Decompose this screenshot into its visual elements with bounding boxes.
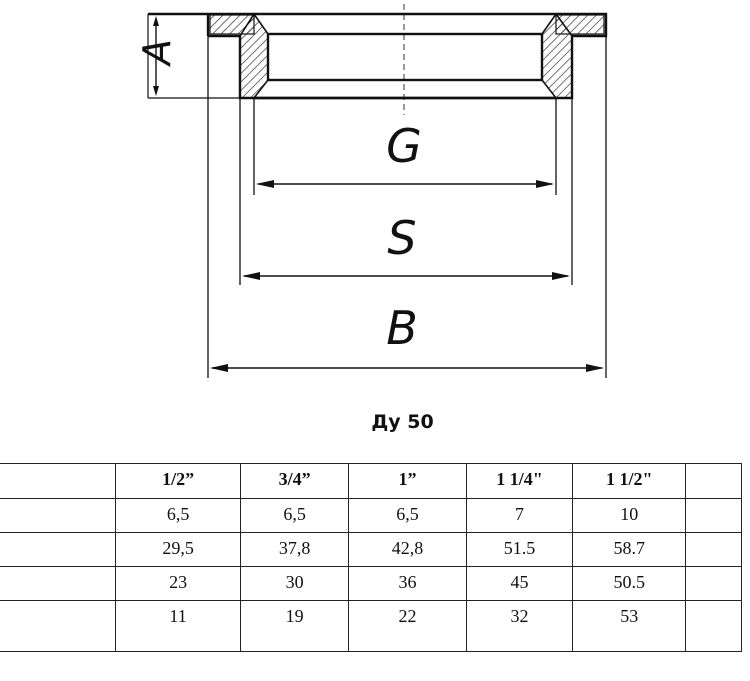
dim-s-arrow-left bbox=[242, 272, 260, 280]
table-cell bbox=[0, 566, 116, 601]
table-cell: 29,5 bbox=[114, 532, 242, 567]
table-cell bbox=[0, 600, 116, 652]
dim-a-label: A bbox=[135, 39, 179, 68]
table-cell: 58.7 bbox=[572, 532, 687, 567]
table-cell: 19 bbox=[240, 600, 350, 652]
table-cell: 10 bbox=[572, 498, 687, 533]
table-row: 23 30 36 45 50.5 bbox=[0, 566, 742, 601]
header-cell bbox=[0, 463, 116, 499]
size-title: Ду 50 bbox=[371, 411, 434, 433]
table-row: 6,5 6,5 6,5 7 10 bbox=[0, 498, 742, 533]
table-cell: 6,5 bbox=[114, 498, 242, 533]
header-cell: 1 1/4" bbox=[465, 463, 574, 499]
header-cell: 1” bbox=[348, 463, 467, 499]
header-cell: 1 1/2" bbox=[572, 463, 687, 499]
table-cell: 37,8 bbox=[240, 532, 350, 567]
header-cell: 3/4” bbox=[240, 463, 350, 499]
table-cell: 51.5 bbox=[465, 532, 574, 567]
dim-a-arrow-bottom bbox=[153, 86, 159, 96]
dim-b-arrow-right bbox=[586, 364, 604, 372]
table-cell: 30 bbox=[240, 566, 350, 601]
table-cell: 7 bbox=[465, 498, 574, 533]
table-cell: 42,8 bbox=[348, 532, 467, 567]
table-cell: 23 bbox=[114, 566, 242, 601]
table-cell: 6,5 bbox=[240, 498, 350, 533]
table-cell: 22 bbox=[348, 600, 467, 652]
header-cell: 1/2” bbox=[114, 463, 242, 499]
table-cell: 11 bbox=[114, 600, 242, 652]
table-cell bbox=[685, 498, 742, 533]
table-cell: 45 bbox=[465, 566, 574, 601]
dimensions-table: 1/2” 3/4” 1” 1 1/4" 1 1/2" 6,5 6,5 6,5 7… bbox=[0, 463, 742, 652]
table-cell: 50.5 bbox=[572, 566, 687, 601]
table-cell: 6,5 bbox=[348, 498, 467, 533]
table-cell: 36 bbox=[348, 566, 467, 601]
table-row: 29,5 37,8 42,8 51.5 58.7 bbox=[0, 532, 742, 567]
table-cell bbox=[0, 498, 116, 533]
table-cell: 53 bbox=[572, 600, 687, 652]
dim-s-arrow-right bbox=[552, 272, 570, 280]
table-row: 11 19 22 32 53 bbox=[0, 600, 742, 652]
header-cell bbox=[685, 463, 742, 499]
dim-g-arrow-right bbox=[536, 180, 554, 188]
dim-g-label: G bbox=[386, 119, 422, 173]
table-cell bbox=[0, 532, 116, 567]
dim-g-arrow-left bbox=[256, 180, 274, 188]
table-cell bbox=[685, 532, 742, 567]
dim-b-arrow-left bbox=[210, 364, 228, 372]
dim-s-label: S bbox=[387, 211, 416, 265]
inner-bore bbox=[266, 32, 544, 82]
dim-b-label: B bbox=[386, 301, 418, 355]
table-cell bbox=[685, 600, 742, 652]
dim-a-arrow-top bbox=[153, 16, 159, 26]
table-cell: 32 bbox=[465, 600, 574, 652]
table-header-row: 1/2” 3/4” 1” 1 1/4" 1 1/2" bbox=[0, 463, 742, 499]
table-cell bbox=[685, 566, 742, 601]
fitting-section-drawing: A G S B bbox=[135, 4, 608, 378]
